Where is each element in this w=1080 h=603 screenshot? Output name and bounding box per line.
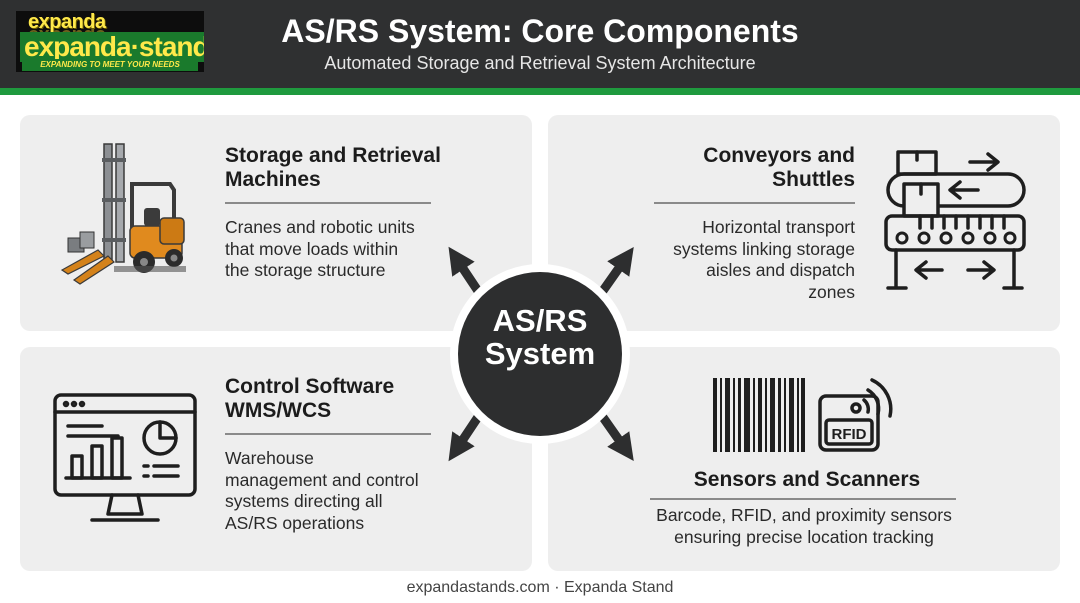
- desc-line: systems linking storage: [673, 238, 855, 259]
- rfid-tag-icon: RFID: [818, 378, 893, 452]
- card-title-conveyors: Conveyors and Shuttles: [575, 144, 855, 192]
- card-control-software: [20, 347, 532, 571]
- card-title-sensors: Sensors and Scanners: [693, 468, 921, 491]
- desc-line: AS/RS operations: [225, 512, 365, 533]
- forklift-icon: [60, 143, 186, 285]
- conveyor-icon: [884, 150, 1026, 290]
- card-desc-machines: Cranes and robotic units that move loads…: [225, 217, 515, 282]
- logo-text-top: expanda: [28, 11, 106, 33]
- desc-line: management and control: [225, 469, 419, 490]
- desc-line: Warehouse: [225, 448, 314, 468]
- hub-label-line1: AS/RS: [492, 303, 588, 338]
- desc-line: Barcode, RFID, and proximity sensors: [656, 505, 952, 525]
- desc-line: zones: [808, 281, 855, 302]
- card-title-conveyors-line2: Shuttles: [772, 168, 855, 191]
- logo-tagline: EXPANDING TO MEET YOUR NEEDS: [22, 59, 198, 71]
- card-desc-sensors: Barcode, RFID, and proximity sensors ens…: [616, 505, 992, 548]
- accent-strip: [0, 88, 1080, 95]
- card-conveyors-shuttles: [548, 115, 1060, 331]
- footer-credit[interactable]: expandastands.com · Expanda Stand: [406, 579, 674, 596]
- page-title: AS/RS System: Core Components: [281, 13, 799, 49]
- card-title-machines-line1: Storage and Retrieval: [225, 144, 441, 167]
- desc-line: the storage structure: [225, 260, 386, 280]
- logo-text-main: expanda·stand: [20, 32, 204, 62]
- barcode-icon: [713, 378, 805, 452]
- card-divider: [650, 498, 956, 500]
- desc-line: that move loads within: [225, 238, 399, 259]
- card-desc-software: Warehouse management and control systems…: [225, 448, 515, 534]
- card-divider: [654, 202, 855, 204]
- desc-line: ensuring precise location tracking: [674, 526, 934, 547]
- desc-line: Horizontal transport: [702, 217, 855, 237]
- card-title-software: Control Software WMS/WCS: [225, 375, 505, 423]
- brand-logo[interactable]: expanda expanda expanda·stand EXPANDING …: [16, 11, 204, 72]
- hub-label: AS/RS System: [458, 304, 622, 370]
- hub-label-line2: System: [484, 336, 596, 371]
- page-subtitle: Automated Storage and Retrieval System A…: [324, 53, 756, 73]
- asrs-system-hub: AS/RS System: [458, 272, 622, 436]
- card-title-conveyors-line1: Conveyors and: [703, 144, 855, 167]
- rfid-label: RFID: [832, 426, 867, 443]
- card-title-software-line1: Control Software: [225, 375, 395, 398]
- card-divider: [225, 433, 431, 435]
- card-title-machines: Storage and Retrieval Machines: [225, 144, 505, 192]
- card-desc-conveyors: Horizontal transport systems linking sto…: [575, 217, 855, 303]
- desc-line: systems directing all: [225, 491, 383, 511]
- card-title-machines-line2: Machines: [225, 168, 321, 191]
- monitor-dashboard-icon: [53, 393, 197, 522]
- card-divider: [225, 202, 431, 204]
- desc-line: aisles and dispatch: [706, 260, 855, 280]
- card-title-software-line2: WMS/WCS: [225, 399, 332, 422]
- desc-line: Cranes and robotic units: [225, 217, 415, 237]
